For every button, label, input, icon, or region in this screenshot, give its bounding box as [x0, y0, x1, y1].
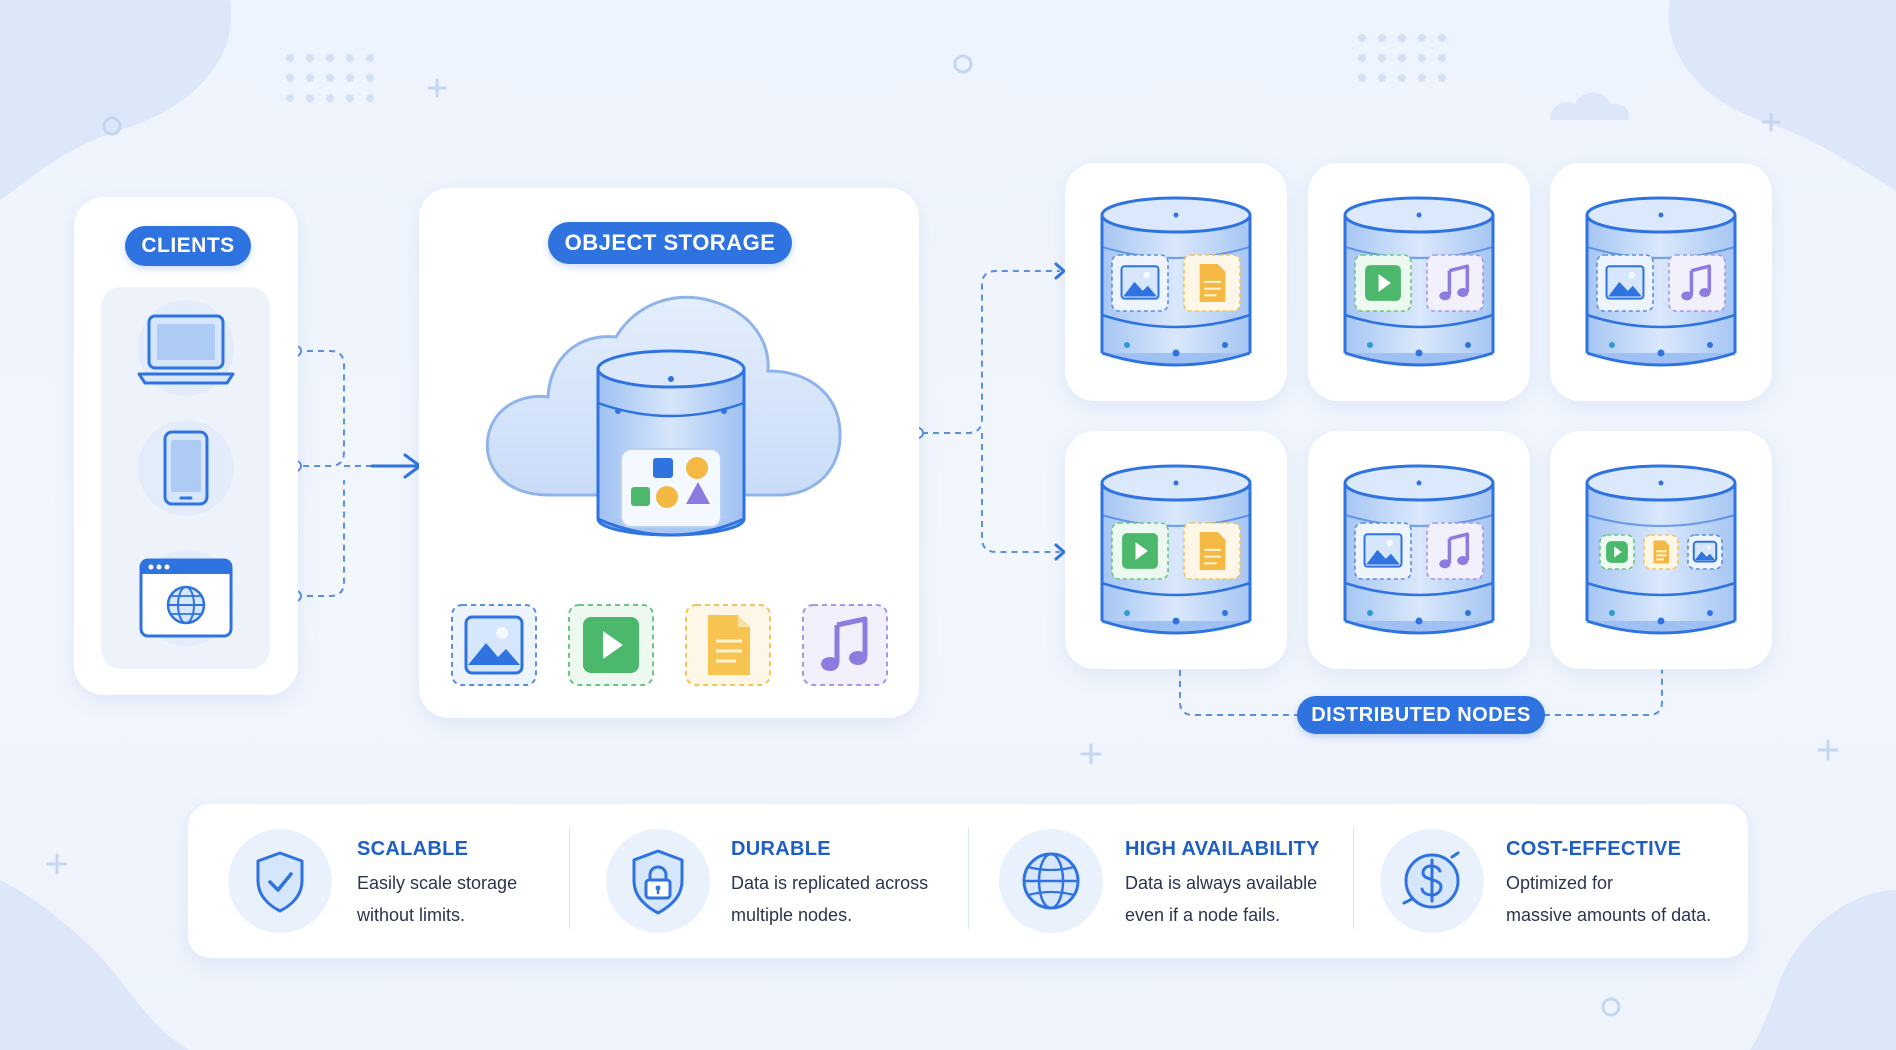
feature-cost-desc-line1: Optimized for — [1506, 873, 1614, 893]
database-cylinder-icon — [1343, 196, 1495, 367]
feature-divider-3 — [1353, 827, 1354, 929]
object-image-tile[interactable] — [450, 603, 538, 687]
feature-durable-desc-line1: Data is replicated across — [731, 873, 929, 893]
document-icon — [1643, 534, 1679, 570]
music-note-icon — [802, 604, 888, 686]
image-icon — [1354, 522, 1412, 580]
document-icon — [685, 604, 771, 686]
storage-node-1[interactable] — [1065, 163, 1287, 401]
document-icon — [1183, 254, 1241, 312]
feature-availability-desc-line1: Data is always available — [1125, 873, 1318, 893]
feature-availability-icon — [999, 829, 1103, 933]
feature-divider-2 — [968, 827, 969, 929]
image-icon — [1111, 254, 1169, 312]
feature-availability-desc: Data is always available even if a node … — [1125, 867, 1355, 931]
globe-icon — [1022, 852, 1080, 910]
feature-scalable-desc-line2: without limits. — [357, 905, 466, 925]
feature-cost-icon — [1380, 829, 1484, 933]
object-video-tile[interactable] — [567, 603, 655, 687]
clients-label: CLIENTS — [125, 226, 251, 266]
distributed-nodes-label: DISTRIBUTED NODES — [1297, 696, 1545, 734]
client-smartphone[interactable] — [121, 418, 251, 518]
video-play-icon — [1599, 534, 1635, 570]
cloud-storage-icon — [485, 295, 842, 537]
feature-availability-title: HIGH AVAILABILITY — [1125, 838, 1320, 860]
music-note-icon — [1426, 522, 1484, 580]
database-cylinder-icon — [1585, 464, 1737, 635]
music-note-icon — [1668, 254, 1726, 312]
shield-check-icon — [256, 851, 304, 913]
feature-cost-desc-line2: massive amounts of data. — [1506, 905, 1712, 925]
dollar-coin-icon — [1402, 851, 1460, 909]
smartphone-icon — [138, 420, 234, 516]
feature-scalable-desc-line1: Easily scale storage — [357, 873, 518, 893]
storage-node-2[interactable] — [1308, 163, 1530, 401]
database-cylinder-icon — [1100, 196, 1252, 367]
database-cylinder-icon — [1100, 464, 1252, 635]
feature-durable-desc: Data is replicated across multiple nodes… — [731, 867, 961, 931]
feature-durable-desc-line2: multiple nodes. — [731, 905, 853, 925]
database-cylinder-icon — [1585, 196, 1737, 367]
video-play-icon — [1354, 254, 1412, 312]
feature-scalable-icon — [228, 829, 332, 933]
storage-node-6[interactable] — [1550, 431, 1772, 669]
object-document-tile[interactable] — [684, 603, 772, 687]
video-play-icon — [1111, 522, 1169, 580]
feature-durable-icon — [606, 829, 710, 933]
storage-cloud — [478, 283, 854, 539]
web-browser-globe-icon — [138, 550, 234, 646]
feature-scalable-title: SCALABLE — [357, 838, 469, 860]
feature-durable-title: DURABLE — [731, 838, 831, 860]
feature-divider-1 — [569, 827, 570, 929]
laptop-icon — [137, 300, 235, 396]
image-icon — [451, 604, 537, 686]
feature-availability-desc-line2: even if a node fails. — [1125, 905, 1281, 925]
feature-scalable-desc: Easily scale storage without limits. — [357, 867, 587, 931]
image-icon — [1687, 534, 1723, 570]
client-laptop[interactable] — [121, 298, 251, 398]
video-play-icon — [568, 604, 654, 686]
shield-lock-icon — [632, 849, 684, 915]
database-cylinder-icon — [1343, 464, 1495, 635]
storage-node-5[interactable] — [1308, 431, 1530, 669]
feature-cost-title: COST-EFFECTIVE — [1506, 838, 1682, 860]
object-storage-label: OBJECT STORAGE — [548, 222, 792, 264]
storage-node-3[interactable] — [1550, 163, 1772, 401]
document-icon — [1183, 522, 1241, 580]
feature-cost-desc: Optimized for massive amounts of data. — [1506, 867, 1736, 931]
client-web-browser[interactable] — [121, 548, 251, 648]
storage-node-4[interactable] — [1065, 431, 1287, 669]
object-audio-tile[interactable] — [801, 603, 889, 687]
image-icon — [1596, 254, 1654, 312]
music-note-icon — [1426, 254, 1484, 312]
